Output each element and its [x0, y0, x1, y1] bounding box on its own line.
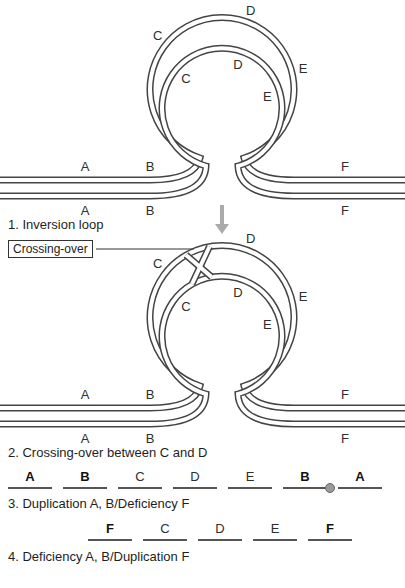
gene-label: E: [263, 318, 272, 331]
panel-caption: 4. Deficiency A, B/Duplication F: [8, 550, 189, 563]
gene-label: A: [25, 470, 34, 483]
gene-label: D: [233, 58, 242, 71]
gene-label: D: [215, 522, 224, 535]
callout-text: Crossing-over: [13, 242, 88, 256]
chromosome-outline: [0, 17, 405, 180]
gene-label: D: [246, 4, 255, 17]
panel-caption: 1. Inversion loop: [8, 218, 103, 231]
gene-label: A: [81, 204, 90, 217]
chromosome-fill: [0, 48, 405, 196]
gene-label: F: [341, 388, 349, 401]
panel-caption: 3. Duplication A, B/Deficiency F: [8, 497, 189, 510]
centromere-dot: [326, 484, 335, 493]
chromosome-outline: [0, 276, 405, 424]
gene-label: E: [299, 61, 308, 74]
chromosome-outline: [0, 48, 405, 196]
gene-label: B: [146, 388, 155, 401]
crossover-strand: [192, 247, 210, 285]
gene-label: C: [181, 299, 190, 312]
gene-label: E: [271, 522, 280, 535]
gene-label: C: [153, 29, 162, 42]
gene-label: F: [341, 432, 349, 445]
gene-label: B: [146, 160, 155, 173]
panel-caption: 2. Crossing-over between C and D: [8, 446, 207, 459]
chromosome-fill: [0, 17, 405, 180]
chromosome-segments: [88, 539, 352, 541]
gene-label: F: [341, 204, 349, 217]
gene-label: E: [299, 289, 308, 302]
chromosome-fill: [0, 245, 405, 408]
chromosome-outline: [0, 245, 405, 408]
chromosome-fill: [0, 276, 405, 424]
callout-box: Crossing-over: [8, 240, 93, 258]
gene-label: A: [81, 388, 90, 401]
down-arrow: [220, 205, 224, 225]
gene-label: C: [153, 257, 162, 270]
arrow-head: [215, 224, 229, 234]
gene-label: A: [81, 160, 90, 173]
gene-label: A: [355, 470, 364, 483]
gene-label: B: [146, 204, 155, 217]
gene-label: D: [233, 286, 242, 299]
gene-label: D: [246, 232, 255, 245]
gene-label: B: [146, 432, 155, 445]
gene-label: E: [246, 470, 255, 483]
gene-label: D: [190, 470, 199, 483]
gene-label: E: [263, 90, 272, 103]
gene-label: C: [135, 470, 144, 483]
gene-label: F: [106, 522, 114, 535]
gene-label: A: [81, 432, 90, 445]
gene-label: C: [160, 522, 169, 535]
crossover-fill: [192, 247, 210, 285]
leader-line: [96, 249, 194, 250]
gene-label: F: [326, 522, 334, 535]
gene-label: B: [80, 470, 89, 483]
gene-label: B: [300, 470, 309, 483]
gene-label: C: [181, 71, 190, 84]
gene-label: F: [341, 160, 349, 173]
